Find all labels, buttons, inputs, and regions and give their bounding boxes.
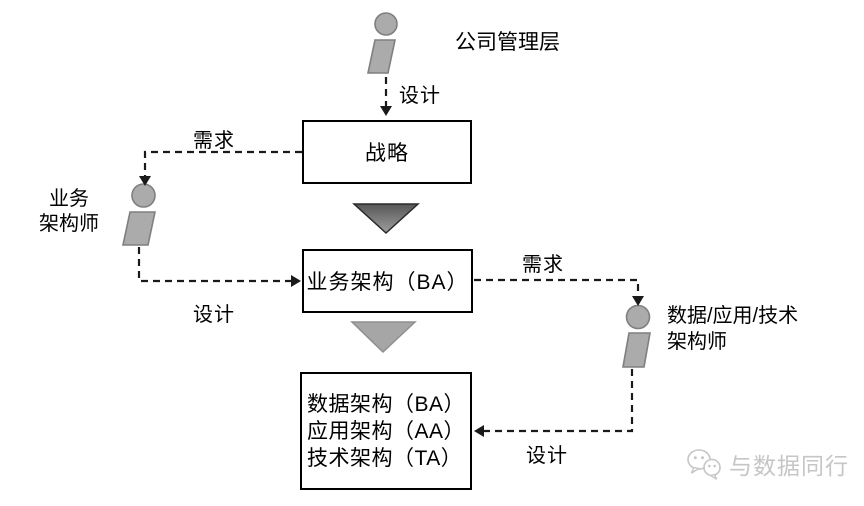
flow-triangle-bottom — [350, 321, 417, 354]
management-actor-label: 公司管理层 — [455, 31, 560, 54]
design-label-top: 设计 — [399, 85, 441, 107]
data-app-tech-architect-label-line2: 架构师 — [667, 331, 727, 353]
design-label-left: 设计 — [193, 304, 235, 326]
business-architecture-box-label: 业务架构（BA） — [306, 271, 469, 294]
detail-architecture-box-text: 数据架构（BA） 应用架构（AA） 技术架构（TA） — [307, 391, 465, 472]
business-architect-label: 业务 架构师 — [28, 187, 110, 237]
demand-arrow-right — [474, 278, 644, 306]
demand-label-left: 需求 — [193, 130, 235, 152]
design-label-right: 设计 — [526, 445, 568, 467]
demand-label-right: 需求 — [522, 254, 564, 276]
data-app-tech-architect-actor-icon — [622, 304, 651, 368]
wechat-icon — [687, 449, 721, 480]
detail-architecture-line-data: 数据架构（BA） — [306, 392, 465, 416]
detail-architecture-line-technology: 技术架构（TA） — [306, 446, 463, 470]
business-architect-actor-icon — [122, 183, 156, 246]
flow-triangle-top — [352, 203, 420, 235]
design-arrow-right — [474, 369, 634, 437]
design-arrow-top — [380, 77, 392, 116]
design-arrow-left — [137, 247, 301, 287]
watermark: 与数据同行 — [686, 447, 849, 481]
business-architect-label-line1: 业务 — [49, 188, 89, 210]
detail-architecture-box: 数据架构（BA） 应用架构（AA） 技术架构（TA） — [300, 372, 472, 490]
data-app-tech-architect-label-line1: 数据/应用/技术 — [667, 305, 799, 327]
data-app-tech-architect-label: 数据/应用/技术 架构师 — [667, 303, 798, 355]
strategy-box: 战略 — [302, 120, 472, 184]
demand-arrow-left — [139, 150, 302, 186]
detail-architecture-line-application: 应用架构（AA） — [306, 419, 465, 443]
business-architect-label-line2: 架构师 — [39, 213, 99, 235]
management-actor-icon — [367, 12, 398, 74]
strategy-box-label: 战略 — [365, 142, 409, 165]
watermark-text: 与数据同行 — [729, 453, 849, 479]
business-architecture-box: 业务架构（BA） — [302, 249, 473, 313]
